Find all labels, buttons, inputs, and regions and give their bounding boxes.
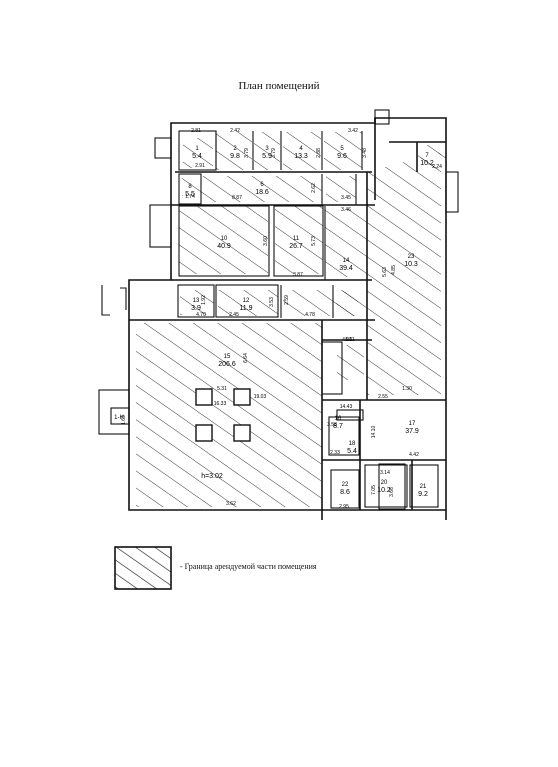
dimension-label: 3.48 (362, 148, 368, 158)
room-area: 11.9 (239, 305, 252, 312)
dimension-label: 16.33 (214, 401, 227, 407)
room-area: 18.6 (255, 189, 269, 196)
room-number: 8 (188, 184, 192, 190)
room-number: 16 (335, 416, 342, 422)
dimension-label: 4.78 (305, 312, 315, 318)
dimension-label: 4.85 (391, 265, 397, 275)
room-number: 4 (299, 146, 303, 152)
dimension-label: 1.92 (201, 295, 207, 305)
dimension-label: 5.31 (217, 386, 227, 392)
dimension-label: 2.88 (316, 148, 322, 158)
room-number: 22 (342, 482, 349, 488)
room-area: 5.4 (347, 448, 357, 455)
dimension-label: 4.42 (409, 452, 419, 458)
room-area: 40.9 (217, 243, 231, 250)
entrance-label: 1-Н (114, 415, 124, 421)
dimension-label: 2.81 (191, 128, 201, 134)
room-number: 18 (349, 441, 356, 447)
room-number: 11 (293, 236, 300, 242)
dimension-label: 6.64 (243, 353, 249, 363)
room-area: 3.9 (191, 305, 201, 312)
room-area: 206.6 (218, 361, 236, 368)
room-number: 14 (343, 258, 350, 264)
room-number: 1 (195, 146, 199, 152)
dimension-label: 2.45 (229, 312, 239, 318)
dimension-label: 3.58 (327, 422, 337, 428)
dimension-label: 2.62 (311, 183, 317, 193)
exterior-details (98, 109, 459, 435)
dimension-label: 3.79 (271, 148, 277, 158)
dimension-label: 2.59 (284, 295, 290, 305)
room-number: 3 (265, 146, 269, 152)
room-number: 7 (425, 153, 429, 159)
dimension-label: 19.03 (254, 394, 267, 400)
room-area: 10.3 (404, 261, 418, 268)
room-number: 10 (221, 236, 228, 242)
room-area: 5.9 (262, 153, 272, 160)
room-area: 5.5 (185, 191, 195, 198)
dimension-label: 3.66 (389, 487, 395, 497)
page-title: План помещений (238, 80, 320, 92)
room-number: 2 (233, 146, 237, 152)
dimension-label: 14.10 (371, 426, 377, 439)
dimension-label: 1.69 (121, 415, 127, 425)
dimension-label: 5.73 (311, 236, 317, 246)
room-area: 5.4 (192, 153, 202, 160)
room-number: 15 (224, 354, 231, 360)
columns (195, 388, 251, 442)
dimension-label: 2.24 (432, 164, 442, 170)
room-number: 20 (381, 480, 388, 486)
room-area: 8.6 (340, 489, 350, 496)
legend-hatch-swatch (114, 546, 172, 590)
dimension-label: 3.14 (380, 470, 390, 476)
room-area: 37.9 (405, 428, 419, 435)
dimension-label: 5.11 (345, 337, 355, 343)
room-number: 21 (420, 484, 427, 490)
dimension-label: 3.62 (226, 501, 236, 507)
dimension-label: 4.08 (342, 337, 352, 343)
room-area: 26.7 (289, 243, 303, 250)
dimension-label: 2.91 (195, 163, 205, 169)
dimension-label: 4.70 (196, 312, 206, 318)
dimension-label: 2.42 (230, 128, 240, 134)
room-number: 5 (340, 146, 344, 152)
dimension-label: 1.74 (185, 194, 195, 200)
dimension-label: 3.45 (341, 195, 351, 201)
dimension-label: 8.87 (232, 195, 242, 201)
dimension-label: 2.95 (339, 504, 349, 510)
dimension-label: 14.43 (340, 404, 353, 410)
dimension-label: 3.87 (293, 272, 303, 278)
room-number: 17 (409, 421, 416, 427)
room-area: 8.7 (333, 423, 343, 430)
hatched-areas (136, 132, 446, 507)
room-area: 9.2 (418, 491, 428, 498)
dimension-label: 7.05 (371, 485, 377, 495)
partitions (177, 130, 439, 510)
legend-label: - Граница арендуемой части помещения (180, 562, 317, 571)
room-number: 13 (193, 298, 200, 304)
room-area: 13.3 (294, 153, 308, 160)
dimension-label: 2.55 (378, 394, 388, 400)
dimension-label: 5.63 (382, 267, 388, 277)
ceiling-height-label: h=3.02 (201, 473, 223, 480)
room-area: 10.2 (420, 160, 434, 167)
dimension-label: 3.53 (269, 297, 275, 307)
dimension-label: 3.42 (348, 128, 358, 134)
room-number: 6 (260, 182, 264, 188)
room-area: 9.6 (337, 153, 347, 160)
dimension-label: 3.79 (244, 148, 250, 158)
room-area: 9.8 (230, 153, 240, 160)
room-number: 12 (243, 298, 250, 304)
dimension-label: 2.33 (330, 450, 340, 456)
dimension-label: 1.30 (402, 386, 412, 392)
room-number: 23 (408, 254, 415, 260)
dimension-label: 3.60 (263, 236, 269, 246)
room-area: 10.2 (377, 487, 391, 494)
dimension-label: 3.46 (341, 207, 351, 213)
room-area: 39.4 (339, 265, 353, 272)
